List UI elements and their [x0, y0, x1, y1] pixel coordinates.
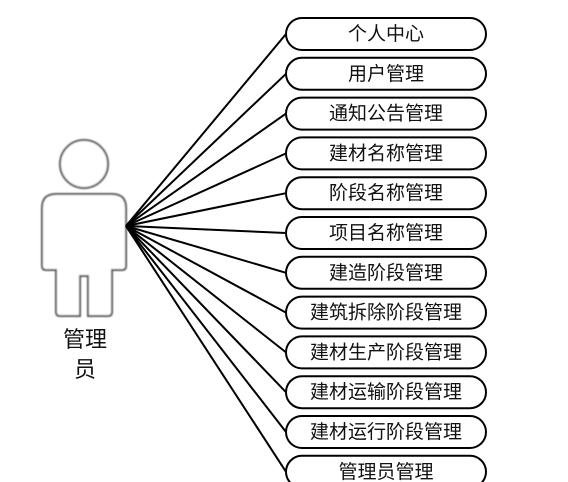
- connector-line: [125, 73, 287, 227]
- connector-line: [125, 225, 287, 473]
- use-case-label: 用户管理: [348, 63, 424, 85]
- use-case-label: 建材生产阶段管理: [310, 341, 462, 363]
- use-case-label: 建材名称管理: [329, 142, 443, 164]
- connector-line: [125, 33, 287, 227]
- actor-head: [59, 139, 109, 189]
- connector-lines: [125, 33, 287, 473]
- use-case-oval: [285, 176, 487, 211]
- use-case: 阶段名称管理: [285, 176, 487, 211]
- use-case-oval: [285, 415, 487, 449]
- use-case-label: 阶段名称管理: [329, 182, 443, 204]
- actor-label-line2: 员: [73, 358, 96, 383]
- use-case: 建材运行阶段管理: [285, 415, 487, 449]
- use-case-oval: [285, 56, 487, 91]
- use-case-oval: [285, 17, 487, 51]
- use-case: 用户管理: [285, 56, 487, 91]
- connector-line: [125, 225, 287, 354]
- use-case-oval: [285, 295, 487, 330]
- use-case-oval: [285, 454, 487, 482]
- use-case-label: 建材运输阶段管理: [310, 381, 462, 403]
- use-case: 通知公告管理: [285, 96, 487, 131]
- actor-body: [41, 193, 127, 317]
- use-case-oval: [285, 216, 487, 250]
- use-case-label: 项目名称管理: [329, 222, 443, 244]
- use-case-oval: [285, 255, 487, 290]
- connector-line: [125, 225, 287, 234]
- connector-line: [125, 192, 287, 227]
- use-case-label: 管理员管理: [338, 461, 433, 482]
- connector-line: [125, 225, 287, 314]
- connector-line: [125, 225, 287, 274]
- use-case-oval: [285, 96, 487, 131]
- use-case: 管理员管理: [285, 454, 487, 482]
- connector-line: [125, 225, 287, 393]
- use-case: 建材生产阶段管理: [285, 335, 487, 370]
- connector-line: [125, 152, 287, 227]
- use-case-label: 建材运行阶段管理: [310, 421, 462, 443]
- use-case-oval: [285, 375, 487, 410]
- use-case: 建材名称管理: [285, 136, 487, 171]
- use-case-label: 建筑拆除阶段管理: [310, 302, 462, 324]
- use-case: 个人中心: [285, 17, 487, 51]
- use-case: 建筑拆除阶段管理: [285, 295, 487, 330]
- use-case-label: 通知公告管理: [329, 103, 443, 125]
- use-case-label: 建造阶段管理: [329, 262, 443, 284]
- connector-line: [125, 225, 287, 433]
- use-case-label: 个人中心: [348, 23, 424, 45]
- use-case-list: 个人中心用户管理通知公告管理建材名称管理阶段名称管理项目名称管理建造阶段管理建筑…: [285, 17, 487, 482]
- use-case: 建造阶段管理: [285, 255, 487, 290]
- actor-figure: [41, 139, 127, 317]
- use-case-oval: [285, 335, 487, 370]
- actor-label: 管理 员: [48, 326, 122, 386]
- actor-label-line1: 管理: [62, 328, 107, 353]
- use-case: 建材运输阶段管理: [285, 375, 487, 410]
- connector-line: [125, 112, 287, 227]
- use-case-oval: [285, 136, 487, 171]
- use-case: 项目名称管理: [285, 216, 487, 250]
